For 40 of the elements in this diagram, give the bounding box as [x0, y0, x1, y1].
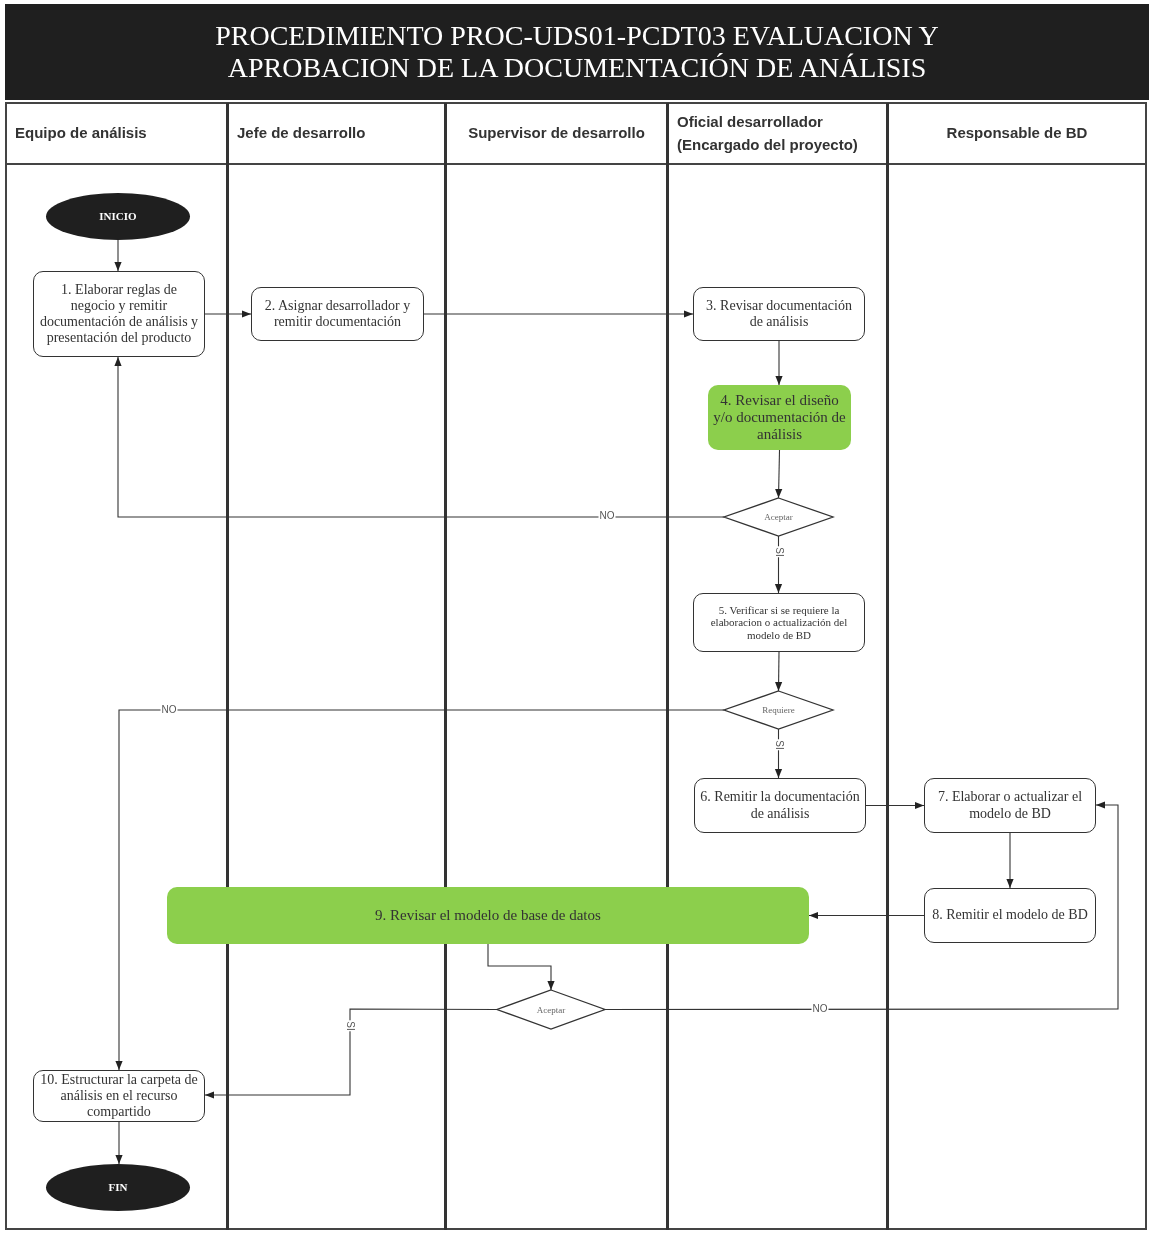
connector-arrow: [115, 1121, 123, 1165]
process-box: 4. Revisar el diseño y/o documentación de análisis: [708, 385, 851, 450]
process-box: 2. Asignar desarrollador y remitir documentación: [251, 287, 424, 341]
connector-arrow: [115, 709, 725, 1071]
edge-label: SI: [774, 546, 784, 558]
process-box: 3. Revisar documentación de análisis: [693, 287, 865, 341]
edge-label: NO: [598, 511, 616, 521]
edge-label: SI: [345, 1020, 355, 1032]
decision-diamond: Aceptar: [497, 990, 605, 1029]
decision-diamond: Requiere: [724, 691, 833, 729]
connector-arrow: [114, 239, 122, 272]
process-box: 7. Elaborar o actualizar el modelo de BD: [924, 778, 1096, 833]
connector-arrow: [808, 911, 925, 920]
connector-arrow: [487, 943, 555, 991]
title: PROCEDIMIENTO PROC-UDS01-PCDT03 EVALUACION Y APROBACION DE LA DOCUMENTACIÓN DE ANÁLISIS: [214, 19, 940, 85]
connector-arrow: [204, 1008, 498, 1099]
swimlane: [7, 103, 229, 1230]
connector-arrow: [865, 801, 925, 810]
process-box: 5. Verificar si se requiere la elaboracion o actualización del modelo de BD: [693, 593, 865, 652]
connector-arrow: [114, 356, 725, 518]
connector-arrow: [774, 535, 783, 594]
process-box: 6. Remitir la documentación de análisis: [694, 778, 866, 833]
process-box: 8. Remitir el modelo de BD: [924, 888, 1096, 943]
process-box: 9. Revisar el modelo de base de datos: [167, 887, 809, 944]
connector-arrow: [775, 651, 783, 692]
connector-arrow: [775, 449, 783, 499]
edge-label: NO: [811, 1004, 829, 1014]
connector-arrow: [775, 340, 783, 386]
edge-label: NO: [160, 705, 178, 715]
process-box: 1. Elaborar reglas de negocio y remitir documentación de análisis y presentación del producto: [33, 271, 205, 357]
terminal-ellipse: INICIO: [46, 193, 190, 240]
connector-arrow: [423, 310, 694, 318]
connector-arrow: [604, 801, 1119, 1011]
terminal-ellipse: FIN: [46, 1164, 190, 1211]
edge-label: SI: [774, 739, 784, 751]
connector-arrow: [774, 728, 783, 779]
connector-arrow: [204, 310, 252, 318]
decision-diamond: Aceptar: [724, 498, 833, 536]
connector-arrow: [1006, 832, 1014, 889]
process-box: 10. Estructurar la carpeta de análisis en el recurso compartido: [33, 1070, 205, 1122]
